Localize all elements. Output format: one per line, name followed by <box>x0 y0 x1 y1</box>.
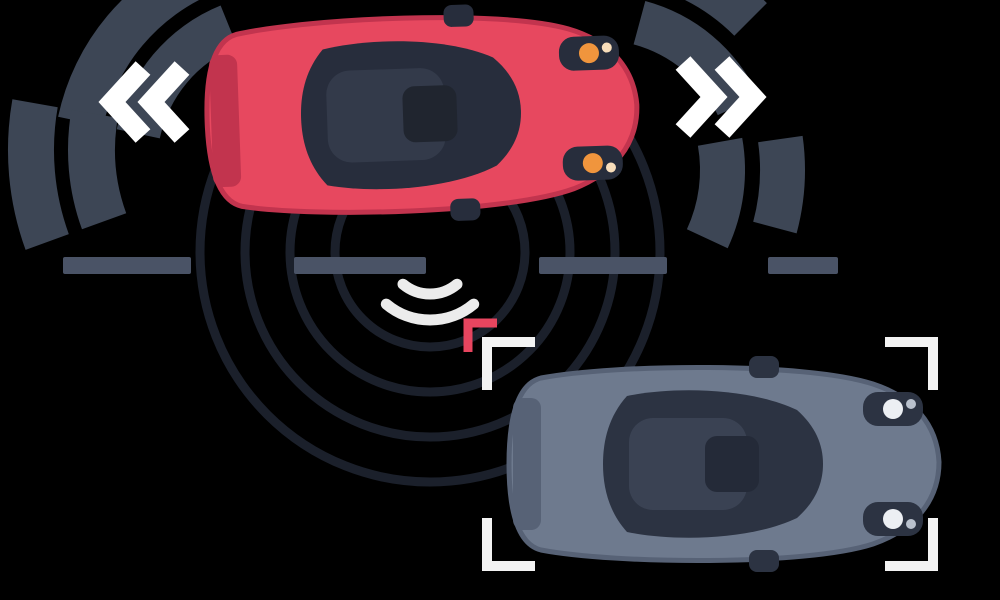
chevron-left-arrow-2 <box>137 61 190 143</box>
red-car-headlamp-top <box>578 43 599 64</box>
gray-car-sunroof <box>705 436 759 492</box>
red-car-headlamp-bottom-small <box>605 162 616 173</box>
detection-frame-red-corner <box>463 318 497 352</box>
chevron-right-arrow-1 <box>675 56 728 138</box>
sensor-fan-right-inner <box>686 137 746 249</box>
chevron-left-arrow-1 <box>98 61 151 143</box>
sensor-fan-left-inner <box>67 109 127 230</box>
red-car-spoiler <box>209 54 242 188</box>
chevron-right-icon <box>675 56 767 138</box>
sensor-fan-top-right-outer <box>684 0 767 36</box>
gray-car-headlamp-top-small <box>906 399 916 409</box>
sonar-waves-icon <box>380 278 480 326</box>
red-car <box>204 4 640 221</box>
chevron-right-arrow-2 <box>714 56 767 138</box>
red-car-sunroof <box>402 85 458 143</box>
detection-frame-corner-top-right <box>885 337 938 390</box>
gray-car-mirror-bottom <box>749 550 779 572</box>
detection-frame-corner-top-left <box>482 337 535 390</box>
sonar-arc-outer <box>380 298 480 326</box>
gray-car-spoiler <box>513 398 541 530</box>
sensor-fan-top-right-inner <box>633 1 759 116</box>
lane-dash <box>294 257 426 274</box>
gray-car-headlamp-bottom <box>883 509 903 529</box>
detection-frame <box>482 337 938 571</box>
gray-car <box>506 356 942 572</box>
red-car-mirror-top <box>443 4 474 27</box>
lane-dash <box>63 257 191 274</box>
chevron-left-icon <box>98 61 190 143</box>
red-car-headlamp-top-small <box>601 42 612 53</box>
detection-frame-corner-bottom-right <box>885 518 938 571</box>
gray-car-mirror-top <box>749 356 779 378</box>
sensor-fan-top-left-outer <box>58 0 200 127</box>
sensor-fan-right-outer <box>753 135 805 234</box>
sensor-fan-left-outer <box>7 99 69 250</box>
detection-frame-corner-bottom-left <box>482 518 535 571</box>
red-car-mirror-bottom <box>450 198 481 221</box>
lane-dashes <box>63 257 838 274</box>
red-car-headlamp-bottom <box>582 153 603 174</box>
gray-car-headlamp-top <box>883 399 903 419</box>
sensor-fans <box>7 0 805 250</box>
gray-car-headlamp-bottom-small <box>906 519 916 529</box>
lane-dash <box>539 257 667 274</box>
lane-dash <box>768 257 838 274</box>
sonar-arc-inner <box>397 278 463 300</box>
